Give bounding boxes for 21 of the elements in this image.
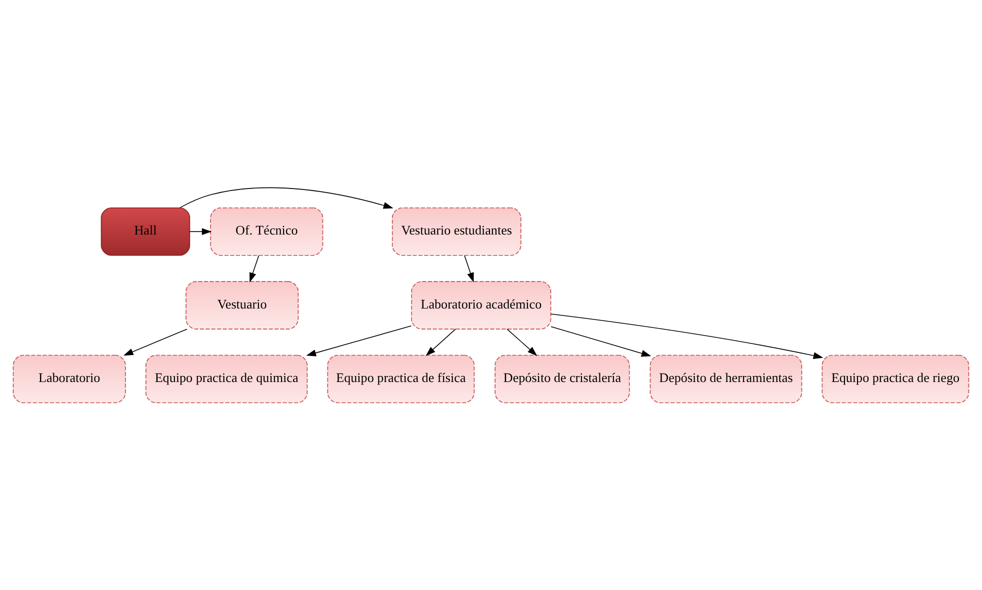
- node-box: Equipo practica de riego: [822, 354, 970, 404]
- arrow: [306, 325, 412, 356]
- node-box: Equipo practica de quimica: [146, 354, 308, 404]
- node-box: Equipo practica de física: [327, 354, 475, 404]
- arrow: [179, 187, 394, 209]
- arrow: [123, 328, 188, 356]
- node-box: Hall: [100, 207, 190, 256]
- node-box: Vestuario estudiantes: [392, 207, 522, 256]
- node-box: Laboratorio: [12, 354, 126, 404]
- arrow: [550, 326, 652, 357]
- node-box: Vestuario: [186, 281, 299, 330]
- node-box: Depósito de cristalería: [494, 354, 630, 404]
- arrow: [426, 328, 456, 356]
- arrow: [550, 314, 824, 359]
- arrow: [250, 255, 260, 282]
- arrow: [506, 328, 538, 356]
- node-box: Of. Técnico: [210, 207, 324, 256]
- arrow: [189, 228, 212, 236]
- node-box: Laboratorio académico: [411, 281, 552, 330]
- arrow: [464, 255, 474, 282]
- node-box: Depósito de herramientas: [650, 354, 802, 404]
